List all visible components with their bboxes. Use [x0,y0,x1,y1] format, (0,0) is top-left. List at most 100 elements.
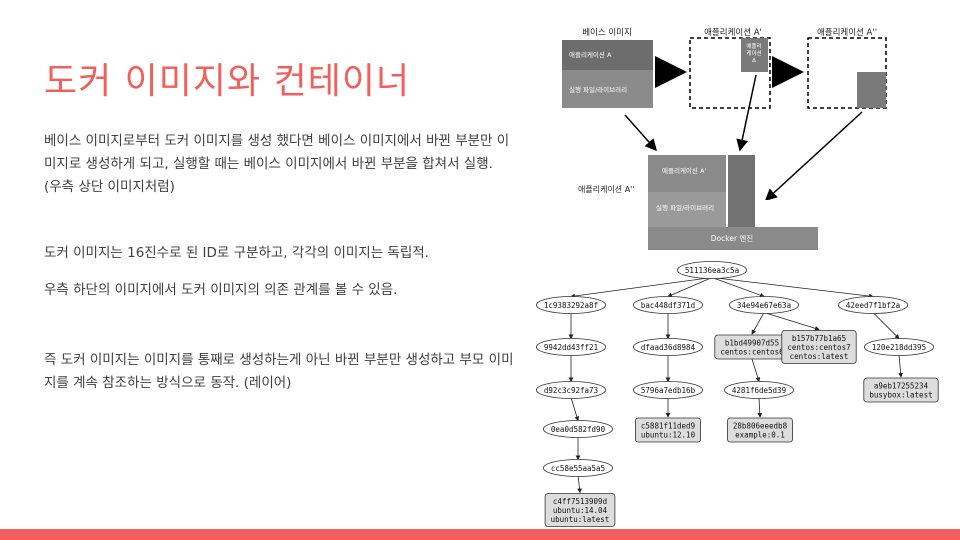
image-node: 4281f6de5d39 [724,381,795,399]
combined-exec-text: 실행 파일/라이브러리 [656,203,714,212]
image-tag: centos:centos7 [787,343,850,352]
paragraph-base-image: 베이스 이미지로부터 도커 이미지를 생성 했다면 베이스 이미지에서 바뀐 부… [44,133,510,195]
image-node: bac448df371d [633,296,704,314]
tree-edge [577,475,582,494]
tree-edge [711,277,765,298]
image-node: 5796a7edb16b [633,381,704,399]
image-tag: ubuntu:14.04 [553,506,608,515]
tree-edge [570,397,580,422]
delta-layer [741,38,768,72]
image-id: 5796a7edb16b [641,386,696,395]
image-id: 9942dd43ff21 [544,343,598,352]
a-dprime-layer [857,72,886,108]
image-id: d92c3c92fa73 [544,386,598,395]
arrow-base-to-combined [624,114,657,152]
image-id: 34e94e67e63a [737,301,791,310]
base-app-layer [562,40,653,70]
combined-exec-layer [648,192,726,227]
image-node-ellipse [633,338,704,356]
image-node: 9942dd43ff21 [536,338,607,356]
combined-label: 애플리케이션 A'' [578,184,635,194]
layer-diagram: 베이스 이미지 애플리케이션 A' 애플리케이션 A'' 애플리케이션 A 실행… [562,27,887,250]
image-id: 28b806eeedb8 [733,421,788,430]
tree-edge [667,277,713,298]
image-node-ellipse [543,420,614,438]
image-node: 120e218dd395 [864,338,935,356]
image-tag: ubuntu:12.10 [641,430,696,439]
image-tag: example:0.1 [735,430,785,439]
engine-text: Docker 엔진 [711,233,754,243]
image-id: 0ea0d582fd90 [551,425,606,434]
image-id: cc58e55aa5a5 [551,464,605,473]
tree-edge [872,312,900,340]
combined-delta-lower [728,192,755,227]
engine-gap [755,200,818,227]
tree-edge [751,358,761,383]
image-node-ellipse [633,296,704,314]
image-node: 1c9383292a8f [536,296,607,314]
app-a-prime-label: 애플리케이션 A' [704,27,762,38]
image-node-box [544,493,616,527]
image-node: 34e94e67e63a [729,296,800,314]
tree-edge [711,277,874,299]
tree-edge [763,312,820,331]
combined-app-layer [648,155,726,192]
app-a-dprime-label: 애플리케이션 A'' [817,27,877,38]
image-id: 4281f6de5d39 [732,386,786,395]
image-node-ellipse [729,296,800,314]
image-tag: centos:centos6 [720,347,784,356]
image-node-ellipse [536,296,607,314]
base-exec-text: 실행 파일/라이브러리 [569,85,627,94]
image-node-box [727,417,794,443]
image-id: c4ff7513909d [553,497,607,506]
image-node-box [863,377,939,403]
image-id: bac448df371d [641,301,695,310]
image-id: 120e218dd395 [872,343,926,352]
image-node-ellipse [536,381,607,399]
base-image-label: 베이스 이미지 [582,27,632,38]
image-node-ellipse [838,296,909,314]
image-node-ellipse [536,338,607,356]
image-tag: busybox:latest [869,390,932,399]
image-id: 1c9383292a8f [544,301,598,310]
image-node-ellipse [677,261,748,279]
image-id: 42eed7f1bf2a [846,301,900,310]
paragraph-layer-summary: 즉 도커 이미지는 이미지를 통째로 생성하는게 아닌 바뀐 부분만 생성하고 … [44,352,514,391]
image-node: 42eed7f1bf2a [838,296,909,314]
paragraph-hex-id: 도커 이미지는 16진수로 된 ID로 구분하고, 각각의 이미지는 독립적. [44,245,429,261]
image-node-ellipse [543,459,614,477]
paragraph-dependency: 우측 하단의 이미지에서 도커 이미지의 의존 관계를 볼 수 있음. [44,282,398,298]
combined-delta-layer [728,155,755,192]
base-app-text: 애플리케이션 A [569,50,612,59]
arrow-dprime-to-combined [764,111,863,202]
docker-engine-layer [648,227,818,250]
image-node: 0ea0d582fd90 [543,420,614,438]
image-node-ellipse [724,381,795,399]
arrow-delta-to-combined [736,74,757,152]
image-node-ellipse [864,338,935,356]
slide-title: 도커 이미지와 컨테이너 [44,61,411,102]
image-node: dfaad36d8984 [633,338,704,356]
image-id: b157b77b1a65 [792,334,846,343]
image-tree: 511136ea3c5a 1c9383292a8f 9942dd43ff21 d92c… [536,261,939,527]
image-node-ellipse [633,381,704,399]
footer-accent-bar [0,529,960,540]
image-id: a9eb17255234 [874,381,929,390]
image-node-box [781,330,857,364]
base-exec-layer [562,70,653,108]
image-node: d92c3c92fa73 [536,381,607,399]
image-id: c5881f11ded9 [641,421,695,430]
image-tag: ubuntu:latest [551,515,610,524]
image-node: 511136ea3c5a [677,261,748,279]
image-tag: centos:latest [790,352,849,361]
image-node: cc58e55aa5a5 [543,459,614,477]
combined-app-text: 애플리케이션 A' [662,166,706,175]
